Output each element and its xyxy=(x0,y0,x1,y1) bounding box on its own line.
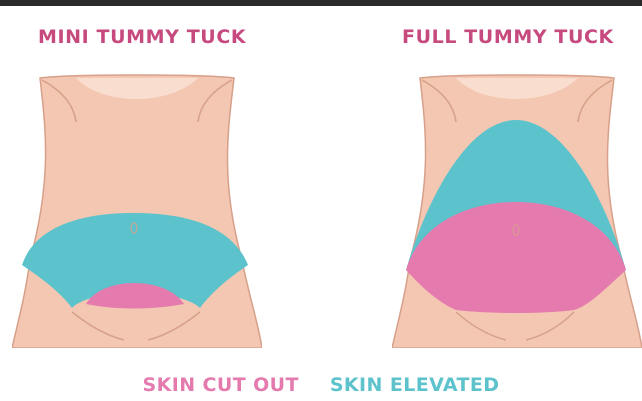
legend: SKIN CUT OUT SKIN ELEVATED xyxy=(0,374,642,396)
full-tummy-tuck-diagram xyxy=(392,70,642,348)
mini-tummy-tuck-title: MINI TUMMY TUCK xyxy=(38,26,246,48)
mini-tummy-tuck-diagram xyxy=(12,70,262,348)
legend-skin-elevated: SKIN ELEVATED xyxy=(330,374,500,396)
legend-skin-cut-out: SKIN CUT OUT xyxy=(143,374,299,396)
full-tummy-tuck-title: FULL TUMMY TUCK xyxy=(402,26,614,48)
top-frame-bar xyxy=(0,0,642,6)
